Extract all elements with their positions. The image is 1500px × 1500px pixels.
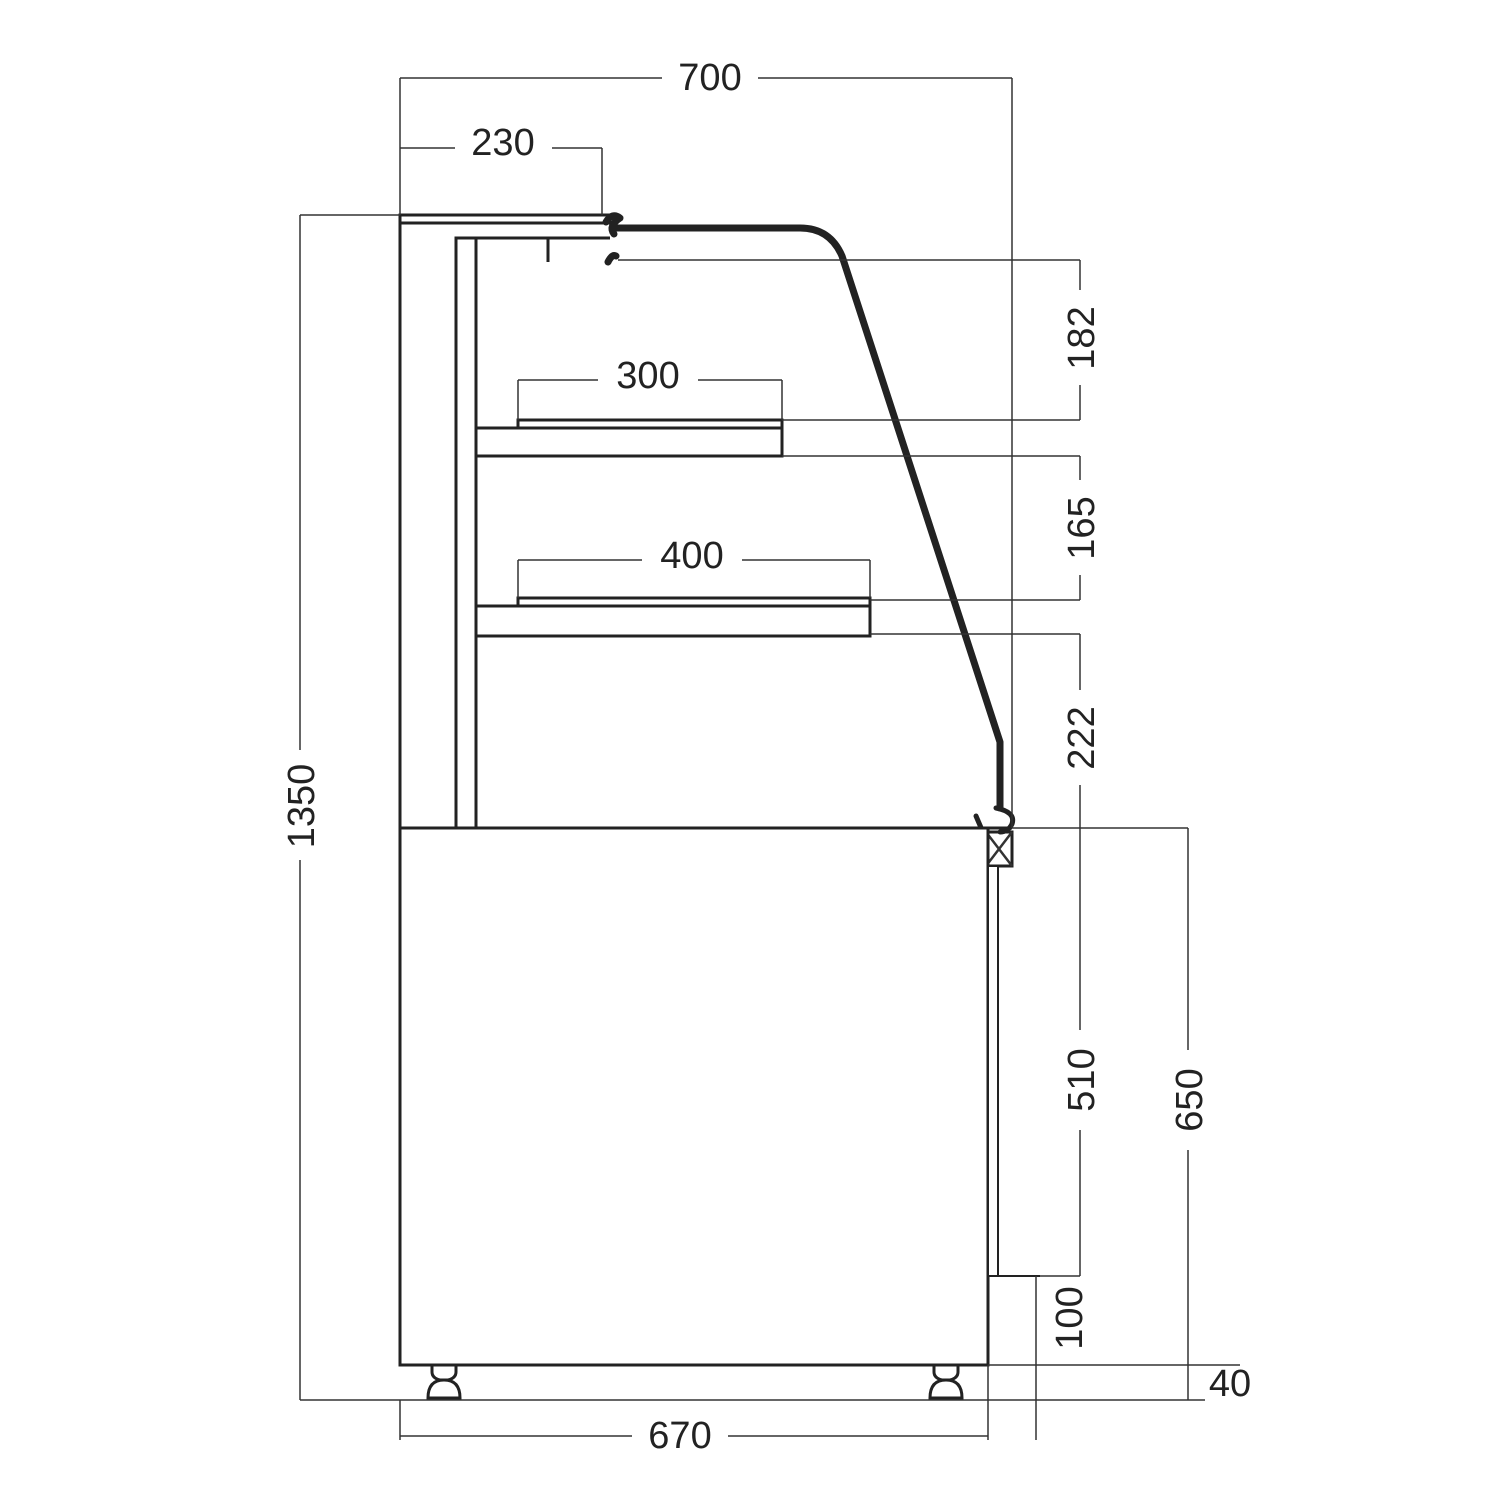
display-case-outline bbox=[398, 212, 1040, 1400]
dim-foot-height: 40 bbox=[1209, 1363, 1251, 1405]
top-frame bbox=[398, 213, 612, 225]
dim-upper-shelf-depth: 300 bbox=[616, 355, 679, 397]
base-cabinet bbox=[398, 826, 990, 1367]
dimension-lines bbox=[299, 77, 1240, 1440]
clamp-cross-b bbox=[985, 831, 1013, 867]
dim-overall-width: 700 bbox=[678, 57, 741, 99]
dim-worktop-to-plinth: 510 bbox=[1061, 1048, 1103, 1111]
glass-hinge-clip bbox=[604, 252, 620, 266]
dim-overall-height: 1350 bbox=[281, 764, 323, 849]
dim-plinth-height: 100 bbox=[1049, 1286, 1091, 1349]
dim-lower-shelf-to-worktop: 222 bbox=[1061, 706, 1103, 769]
front-panel bbox=[987, 865, 999, 1277]
front-foot bbox=[928, 1363, 964, 1400]
rear-foot bbox=[426, 1363, 462, 1400]
lower-shelf bbox=[474, 604, 872, 638]
dim-upper-to-lower-shelf: 165 bbox=[1061, 496, 1103, 559]
dim-top-to-upper-shelf: 182 bbox=[1061, 306, 1103, 369]
upper-shelf bbox=[474, 426, 784, 458]
rear-shelf-column bbox=[454, 236, 478, 830]
dim-lower-shelf-depth: 400 bbox=[660, 535, 723, 577]
dim-worktop-height: 650 bbox=[1169, 1068, 1211, 1131]
dim-top-frame-depth: 230 bbox=[471, 122, 534, 164]
dim-base-depth: 670 bbox=[648, 1415, 711, 1457]
dimension-labels: 700 230 300 400 182 165 222 510 650 100 … bbox=[281, 57, 1251, 1457]
front-glass bbox=[608, 224, 1004, 812]
